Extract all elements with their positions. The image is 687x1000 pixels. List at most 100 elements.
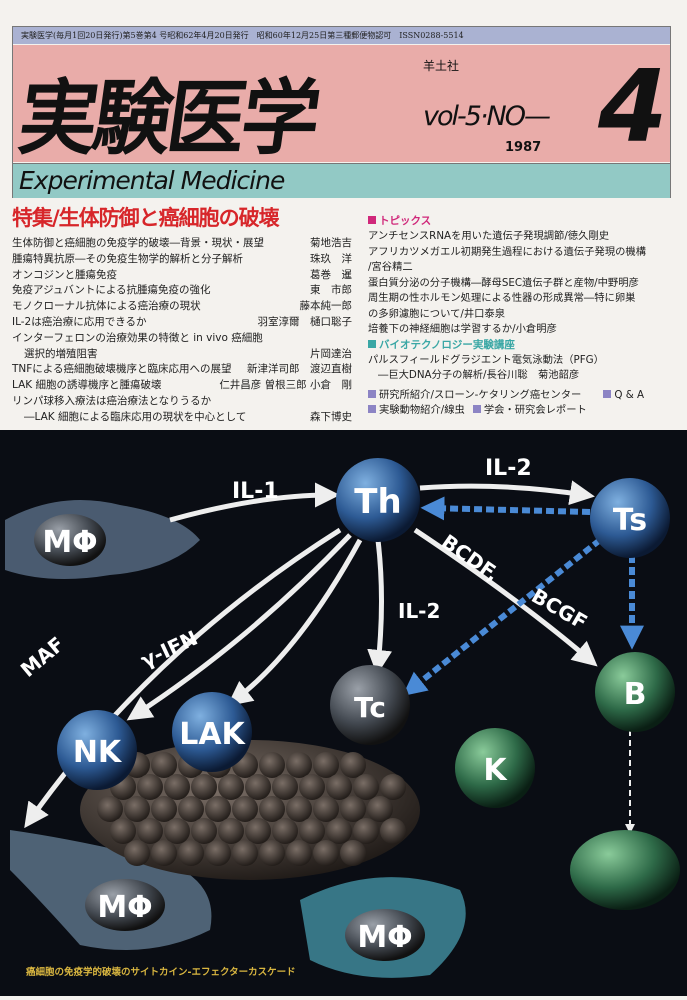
article-row: リンパ球移入療法は癌治療法となりうるか	[12, 394, 352, 410]
article-title: TNFによる癌細胞破壊機序と臨床応用への展望	[12, 363, 232, 376]
tumor-cells	[97, 752, 406, 866]
article-row: IL-2は癌治療に応用できるか羽室淳爾 樋口聡子	[12, 315, 352, 331]
feature-articles: 生体防御と癌細胞の免疫学的破壊―背景・現状・展望菊地浩吉腫瘍特異抗原―その免疫生…	[12, 236, 352, 426]
svg-text:Th: Th	[354, 482, 401, 522]
tumor-cell	[151, 796, 177, 822]
cell-ts: Ts	[590, 478, 670, 558]
svg-text:Ts: Ts	[613, 503, 647, 538]
article-authors: 藤本純一郎	[299, 300, 353, 313]
topics-heading: トピックス	[368, 214, 673, 229]
cell-mphi-1: MΦ	[34, 514, 106, 566]
suppression-arrows	[402, 496, 644, 696]
year: 1987	[505, 140, 542, 155]
article-authors: 珠玖 洋	[310, 252, 352, 265]
svg-text:Tc: Tc	[354, 691, 386, 724]
cover-illustration: Th Ts MΦ B NK LAK Tc K MΦ MΦ IL-1 IL-2 I…	[0, 430, 687, 996]
illustration-caption: 癌細胞の免疫学的破壊のサイトカイン-エフェクターカスケード	[26, 967, 296, 978]
article-title: IL-2は癌治療に応用できるか	[12, 315, 147, 328]
tumor-cell	[124, 840, 150, 866]
english-title: Experimental Medicine	[19, 166, 285, 195]
biotech-heading: バイオテクノロジー実験講座	[368, 338, 673, 353]
article-authors: 森下博史	[310, 410, 352, 423]
tumor-cell	[191, 818, 217, 844]
tumor-cell	[380, 774, 406, 800]
tumor-cell	[286, 840, 312, 866]
arrow-ts-th	[420, 496, 591, 521]
tumor-cell	[367, 796, 393, 822]
arrow-ts-tc	[402, 537, 602, 696]
imprint-line: 実験医学(毎月1回20日発行)第5巻第4 号昭和62年4月20日発行 昭和60年…	[13, 27, 670, 44]
label-il2-ts: IL-2	[485, 456, 532, 481]
publisher: 羊土社	[423, 59, 460, 73]
square-icon	[368, 405, 376, 413]
topic-item: 培養下の神経細胞は学習するか/小倉明彦	[368, 323, 557, 335]
topic-item: /宮谷精二	[368, 261, 413, 273]
topic-item: の多卵濾胞について/井口泰泉	[368, 307, 506, 320]
tumor-cell	[137, 818, 163, 844]
svg-text:K: K	[483, 753, 508, 788]
tumor-cell	[286, 752, 312, 778]
article-title: LAK 細胞の誘導機序と腫瘍破壊	[12, 379, 162, 392]
title-band: 実験医学 羊土社 vol-5·NO— 1987 4	[13, 45, 670, 166]
article-title: オンコジンと腫瘍免疫	[12, 268, 117, 281]
square-icon	[368, 389, 376, 398]
article-title: 選択的増殖阻害	[24, 347, 98, 360]
article-title: 生体防御と癌細胞の免疫学的破壊―背景・現状・展望	[12, 237, 264, 249]
biotech-item: パルスフィールドグラジエント電気泳動法（PFG）	[368, 353, 604, 366]
arrow-lak	[227, 538, 363, 707]
article-authors: 新津洋司郎 渡辺直樹	[247, 363, 352, 376]
label-bcdf: BCDF,	[437, 529, 504, 586]
tumor-cell	[286, 796, 312, 822]
article-row: ―LAK 細胞による臨床応用の現状を中心として 森下博史	[12, 410, 352, 426]
english-band: Experimental Medicine	[13, 163, 670, 198]
biotech-item: ―巨大DNA分子の解析/長谷川聡 菊池韶彦	[378, 369, 580, 381]
cell-nk: NK	[57, 710, 137, 790]
arrow-bcdf	[413, 527, 598, 667]
tumor-cell	[110, 818, 136, 844]
article-title: ―LAK 細胞による臨床応用の現状を中心として	[24, 410, 247, 423]
article-title: 腫瘍特異抗原―その免疫生物学的解析と分子解析	[12, 252, 243, 265]
square-icon	[472, 405, 481, 413]
volume: vol-5·NO—	[423, 101, 551, 132]
article-authors: 片岡達治	[310, 347, 352, 360]
tumor-cell	[313, 752, 339, 778]
tumor-cell	[259, 796, 285, 822]
cell-mphi-2: MΦ	[85, 879, 165, 931]
topics-list: アンチセンスRNAを用いた遺伝子発現調節/徳久剛史アフリカツメガエル初期発生過程…	[368, 229, 673, 338]
article-row: 腫瘍特異抗原―その免疫生物学的解析と分子解析 珠玖 洋	[12, 252, 352, 268]
tumor-cell	[164, 774, 190, 800]
cytokine-arrows	[24, 480, 598, 829]
tumor-cell	[151, 752, 177, 778]
tumor-cell	[259, 840, 285, 866]
tumor-cell	[340, 752, 366, 778]
tumor-cell	[164, 818, 190, 844]
cytokine-cascade-diagram: Th Ts MΦ B NK LAK Tc K MΦ MΦ IL-1 IL-2 I…	[5, 456, 680, 978]
article-title: モノクローナル抗体による癌治療の現状	[12, 300, 201, 313]
arrow-il1	[169, 482, 340, 523]
article-authors: 葛巻 暹	[310, 268, 352, 281]
tumor-cell	[272, 774, 298, 800]
plasma-cell	[570, 830, 680, 910]
tumor-cell	[272, 818, 298, 844]
feature-title: 特集/生体防御と癌細胞の破壊	[12, 206, 280, 230]
tumor-cell	[191, 774, 217, 800]
topic-item: アンチセンスRNAを用いた遺伝子発現調節/徳久剛史	[368, 230, 609, 242]
square-icon	[368, 216, 376, 224]
tumor-cell	[205, 840, 231, 866]
tumor-cell	[232, 840, 258, 866]
cell-tc: Tc	[330, 665, 410, 745]
label-il2-tc: IL-2	[398, 599, 440, 623]
article-row: オンコジンと腫瘍免疫 葛巻 暹	[12, 268, 352, 284]
topic-item: 周生期の性ホルモン処理による性器の形成異常―特に卵巣	[368, 292, 636, 304]
tumor-cell	[205, 796, 231, 822]
square-icon	[368, 339, 376, 348]
article-title: インターフェロンの治療効果の特徴と in vivo 癌細胞	[12, 331, 263, 344]
tumor-cell	[353, 818, 379, 844]
cell-th: Th	[336, 458, 420, 542]
tumor-cell	[218, 818, 244, 844]
article-authors: 仁井昌彦 曽根三郎 小倉 剛	[219, 379, 352, 392]
arrow-maf	[24, 527, 342, 829]
svg-text:LAK: LAK	[179, 717, 246, 752]
tumor-cell	[218, 774, 244, 800]
